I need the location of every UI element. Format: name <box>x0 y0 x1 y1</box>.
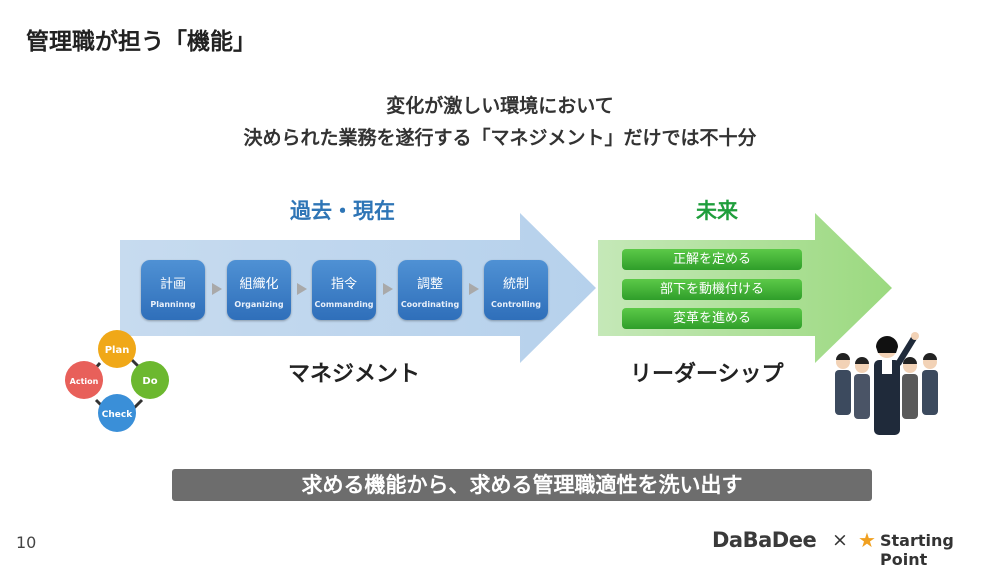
step-commanding: 指令 Commanding <box>312 260 376 320</box>
step-jp: 計画 <box>159 277 186 292</box>
page-title: 管理職が担う「機能」 <box>26 29 256 55</box>
business-people-illustration <box>835 332 938 435</box>
future-item: 正解を定める <box>622 249 802 270</box>
step-en: Controlling <box>491 300 541 309</box>
pdca-action: Action <box>70 377 99 386</box>
step-en: Coordinating <box>400 300 460 309</box>
conclusion-banner: 求める機能から、求める管理職適性を洗い出す <box>172 469 872 501</box>
page-number: 10 <box>16 533 37 552</box>
step-planning: 計画 Planninng <box>141 260 205 320</box>
star-icon: ★ <box>858 528 876 552</box>
step-arrow-icon <box>469 283 479 295</box>
step-arrow-icon <box>212 283 222 295</box>
pdca-do: Do <box>142 376 157 387</box>
step-jp: 組織化 <box>239 277 279 292</box>
pdca-check: Check <box>102 410 133 420</box>
step-arrow-icon <box>297 283 307 295</box>
step-jp: 指令 <box>330 277 357 292</box>
subtitle-line-2: 決められた業務を遂行する「マネジメント」だけでは不十分 <box>243 127 757 149</box>
step-controlling: 統制 Controlling <box>484 260 548 320</box>
future-item: 変革を進める <box>622 308 802 329</box>
management-label: マネジメント <box>288 362 421 387</box>
pdca-cycle-icon: Plan Do Check Action <box>65 330 169 432</box>
future-heading: 未来 <box>696 199 738 223</box>
step-en: Organizing <box>234 300 284 309</box>
step-jp: 調整 <box>416 277 443 292</box>
step-organizing: 組織化 Organizing <box>227 260 291 320</box>
starting-point-logo: Starting Point <box>880 531 954 569</box>
step-coordinating: 調整 Coordinating <box>398 260 462 320</box>
step-en: Planninng <box>150 300 196 309</box>
step-en: Commanding <box>314 300 374 309</box>
dabadee-logo: DaBaDee <box>712 528 817 552</box>
step-jp: 統制 <box>502 277 529 292</box>
future-item: 部下を動機付ける <box>622 279 802 300</box>
pdca-plan: Plan <box>105 345 130 356</box>
past-heading: 過去・現在 <box>290 199 395 223</box>
times-sign: × <box>832 529 848 551</box>
leadership-label: リーダーシップ <box>630 362 784 387</box>
step-arrow-icon <box>383 283 393 295</box>
subtitle-line-1: 変化が激しい環境において <box>386 95 614 117</box>
